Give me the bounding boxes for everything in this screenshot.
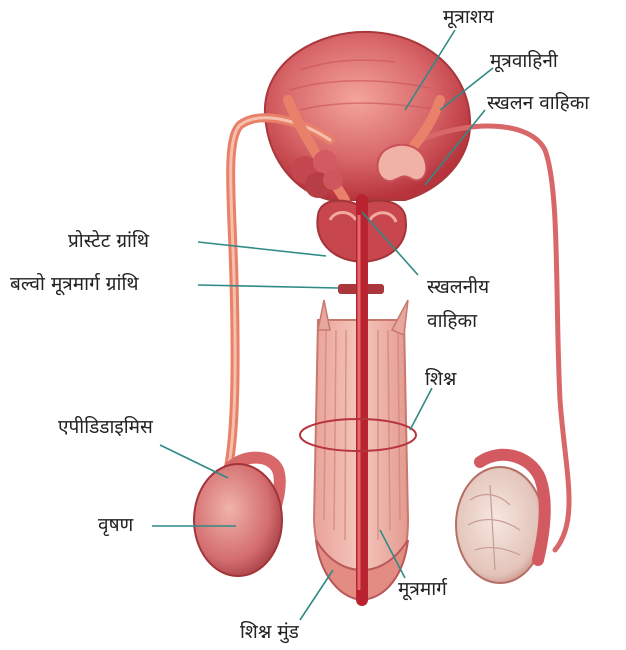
label-bulbourethral: बल्वो मूत्रमार्ग ग्रांथि [10,275,139,294]
label-ejaculatory-1: स्खलनीय [427,278,489,297]
crus-right [392,300,408,335]
label-ureter: मूत्रवाहिनी [490,52,558,71]
label-glans: शिश्न मुंड [240,623,299,642]
label-ejaculatory-2: वाहिका [427,312,477,331]
label-seminal-duct: स्खलन वाहिका [487,94,589,113]
label-urethra: मूत्रमार्ग [398,580,447,599]
label-penis: शिश्न [425,370,456,389]
crus-left [318,300,330,330]
label-testis: वृषण [98,516,133,535]
seminal-vesicle-right [378,145,427,181]
label-bladder: मूत्राशय [443,8,494,27]
label-prostate: प्रोस्टेट ग्रांथि [68,232,149,251]
testis-left [194,464,282,576]
label-epididymis: एपीडिडाइमिस [58,418,153,437]
